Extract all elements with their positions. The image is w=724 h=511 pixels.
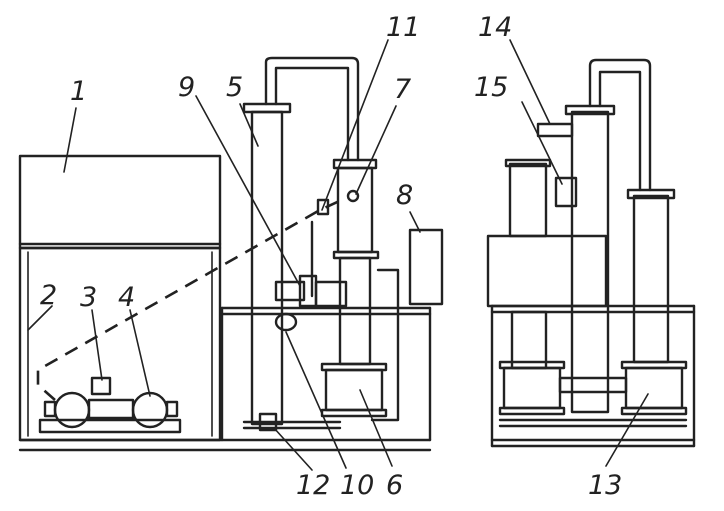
- callout-6: 6: [386, 470, 403, 501]
- callout-7: 7: [394, 74, 411, 105]
- side-tank: [486, 234, 608, 308]
- side-view: [486, 58, 696, 448]
- callout-9: 9: [178, 72, 195, 103]
- callout-3: 3: [80, 282, 97, 313]
- callout-11: 11: [386, 12, 420, 43]
- controller-3: [90, 376, 112, 396]
- callout-10: 10: [340, 470, 374, 501]
- valve-11: [346, 189, 360, 203]
- boiler-6: [320, 362, 388, 418]
- callout-1: 1: [70, 76, 87, 107]
- column-7: [332, 158, 380, 366]
- pump-base: [38, 418, 182, 434]
- callout-5: 5: [226, 72, 243, 103]
- pump-4-right: [131, 391, 169, 429]
- boiler-13: [498, 360, 688, 416]
- callout-13: 13: [588, 470, 622, 501]
- part-15: [554, 176, 578, 208]
- callout-12: 12: [296, 470, 330, 501]
- callouts: 1 2 3 4 5 6 7 8 9 10 11 12 13 14 15: [40, 12, 622, 501]
- sensor-10: [274, 312, 298, 332]
- pump-4-left: [53, 391, 91, 429]
- callout-14: 14: [478, 12, 512, 43]
- part-14: [536, 122, 574, 138]
- device-9: [274, 280, 306, 302]
- leader-lines: [27, 39, 649, 471]
- callout-15: 15: [474, 72, 508, 103]
- overhead-pipe: [264, 56, 360, 162]
- callout-2: 2: [40, 280, 57, 311]
- front-view: [18, 56, 444, 452]
- pump-unit: [38, 376, 182, 434]
- valve-12: [258, 412, 278, 432]
- callout-8: 8: [396, 180, 413, 211]
- cabinet-frame-2: [18, 246, 222, 442]
- column-5: [242, 102, 292, 426]
- callout-4: 4: [118, 282, 135, 313]
- instrument-8: [408, 228, 444, 306]
- tank-1: [18, 154, 222, 250]
